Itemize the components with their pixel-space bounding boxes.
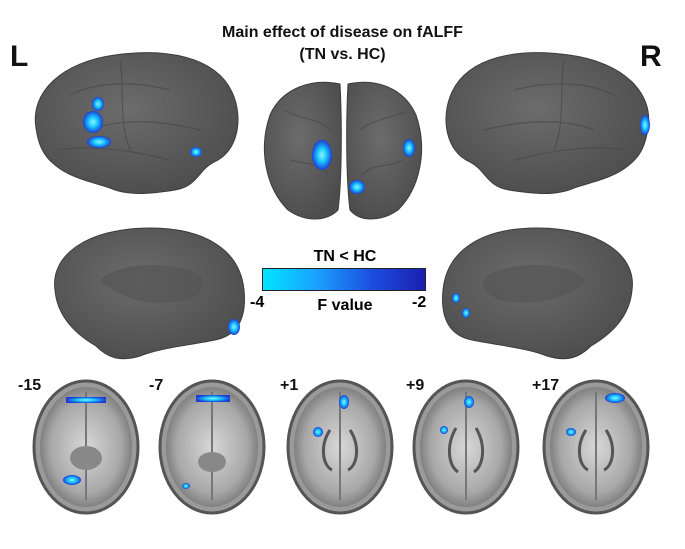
slice-label: +17 — [532, 377, 560, 394]
activation-blob — [92, 97, 104, 111]
activation-blob — [63, 475, 81, 485]
axial-slice — [32, 379, 140, 515]
axial-slice — [412, 379, 520, 515]
right-medial-hemisphere — [442, 227, 633, 360]
activation-blob — [196, 395, 230, 402]
left-medial-hemisphere — [54, 227, 245, 360]
activation-blob — [464, 396, 474, 408]
left-lateral-hemisphere — [34, 52, 239, 194]
activation-blob — [640, 115, 650, 135]
activation-blob — [228, 319, 240, 335]
slice-label: +9 — [406, 377, 425, 394]
activation-blob — [313, 427, 323, 437]
right-hemisphere-label: R — [640, 40, 662, 73]
frontal-view-brain — [264, 81, 422, 220]
colorbar-axis-label: F value — [317, 297, 373, 314]
activation-blob — [403, 139, 415, 157]
activation-blob — [182, 483, 190, 489]
axial-slice — [542, 379, 650, 515]
axial-slice — [158, 379, 266, 515]
activation-blob — [312, 140, 332, 170]
left-hemisphere-label: L — [10, 40, 29, 73]
figure-title: Main effect of disease on fALFF — [222, 24, 463, 41]
activation-blob — [452, 293, 460, 303]
activation-blob — [349, 180, 365, 194]
activation-blob — [83, 111, 103, 133]
slice-label: -15 — [18, 377, 42, 394]
slice-label: -7 — [149, 377, 164, 394]
colorbar-max-label: -2 — [412, 294, 427, 311]
colorbar-title: TN < HC — [313, 248, 377, 265]
activation-blob — [462, 308, 470, 318]
activation-blob — [87, 136, 111, 148]
right-lateral-hemisphere — [445, 52, 650, 194]
activation-blob — [440, 426, 448, 434]
figure-subtitle: (TN vs. HC) — [299, 46, 386, 63]
colorbar-min-label: -4 — [250, 294, 265, 311]
activation-blob — [566, 428, 576, 436]
slice-label: +1 — [280, 377, 299, 394]
colorbar — [262, 268, 426, 291]
axial-slice — [286, 379, 394, 515]
activation-blob — [66, 397, 106, 403]
activation-blob — [605, 393, 625, 403]
activation-blob — [339, 395, 349, 409]
activation-blob — [190, 147, 202, 157]
